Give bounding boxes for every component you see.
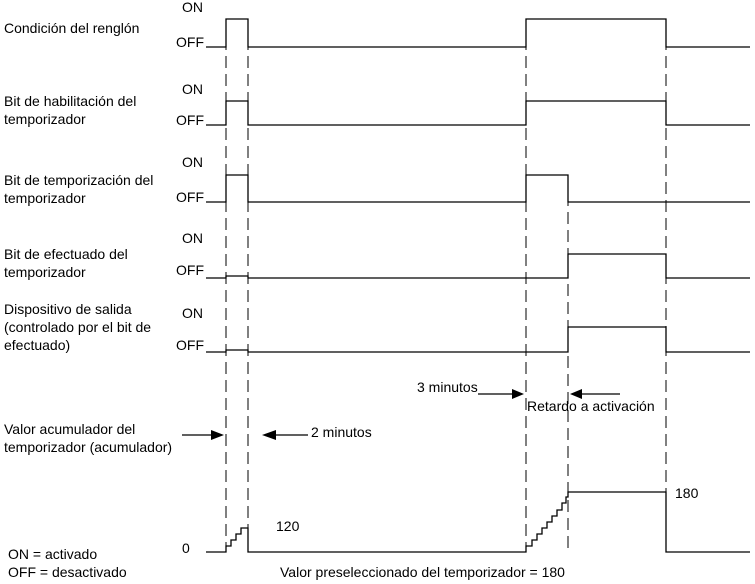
legend-on: ON = activado: [8, 546, 97, 562]
on-delay-annotation: 3 minutos Retardo a activación: [417, 379, 655, 414]
enable-bit-waveform: [206, 100, 750, 126]
on-delay-text: Retardo a activación: [527, 398, 655, 414]
arrow-right-icon: [211, 430, 224, 440]
row-label: Bit de habilitación del: [4, 93, 136, 109]
row-label: Bit de efectuado del: [4, 246, 128, 262]
value-120-label: 120: [276, 518, 300, 534]
legend-off: OFF = desactivado: [8, 564, 127, 580]
three-minutes-text: 3 minutos: [417, 379, 478, 395]
arrow-right-icon: [512, 389, 524, 399]
row-timing-bit: Bit de temporización del temporizador ON…: [4, 154, 750, 206]
off-label: OFF: [176, 112, 204, 128]
timing-bit-waveform: [206, 174, 750, 203]
off-label: OFF: [176, 337, 204, 353]
arrow-left-icon: [262, 430, 276, 440]
row-label: efectuado): [4, 337, 70, 353]
row-rung-condition: Condición del renglón ON OFF: [4, 0, 750, 50]
on-label: ON: [182, 305, 203, 321]
row-enable-bit: Bit de habilitación del temporizador ON …: [4, 81, 750, 128]
legend: ON = activado OFF = desactivado: [8, 546, 127, 580]
row-label: Dispositivo de salida: [4, 301, 132, 317]
row-label: temporizador: [4, 264, 86, 280]
row-label: temporizador (acumulador): [4, 439, 172, 455]
row-done-bit: Bit de efectuado del temporizador ON OFF: [4, 230, 750, 280]
rung-condition-waveform: [206, 18, 750, 48]
row-label: temporizador: [4, 190, 86, 206]
row-label: Bit de temporización del: [4, 172, 153, 188]
two-minutes-annotation: 2 minutos: [182, 424, 372, 440]
accumulator-waveform: [206, 491, 750, 553]
zero-label: 0: [182, 540, 190, 556]
row-label: Valor acumulador del: [4, 421, 135, 437]
on-label: ON: [182, 154, 203, 170]
done-bit-waveform: [206, 253, 750, 279]
two-minutes-text: 2 minutos: [311, 424, 372, 440]
value-180-label: 180: [675, 485, 699, 501]
row-label: temporizador: [4, 111, 86, 127]
off-label: OFF: [176, 34, 204, 50]
on-label: ON: [182, 81, 203, 97]
arrow-left-icon: [570, 389, 582, 399]
off-label: OFF: [176, 262, 204, 278]
on-label: ON: [182, 230, 203, 246]
on-label: ON: [182, 0, 203, 15]
preset-note: Valor preseleccionado del temporizador =…: [280, 564, 565, 580]
row-output-device: Dispositivo de salida (controlado por el…: [4, 301, 750, 353]
output-device-waveform: [206, 326, 750, 353]
row-accumulator: Valor acumulador del temporizador (acumu…: [4, 421, 750, 556]
transition-markers: [225, 20, 667, 552]
row-label: Condición del renglón: [4, 20, 139, 36]
row-label: (controlado por el bit de: [4, 319, 151, 335]
off-label: OFF: [176, 189, 204, 205]
